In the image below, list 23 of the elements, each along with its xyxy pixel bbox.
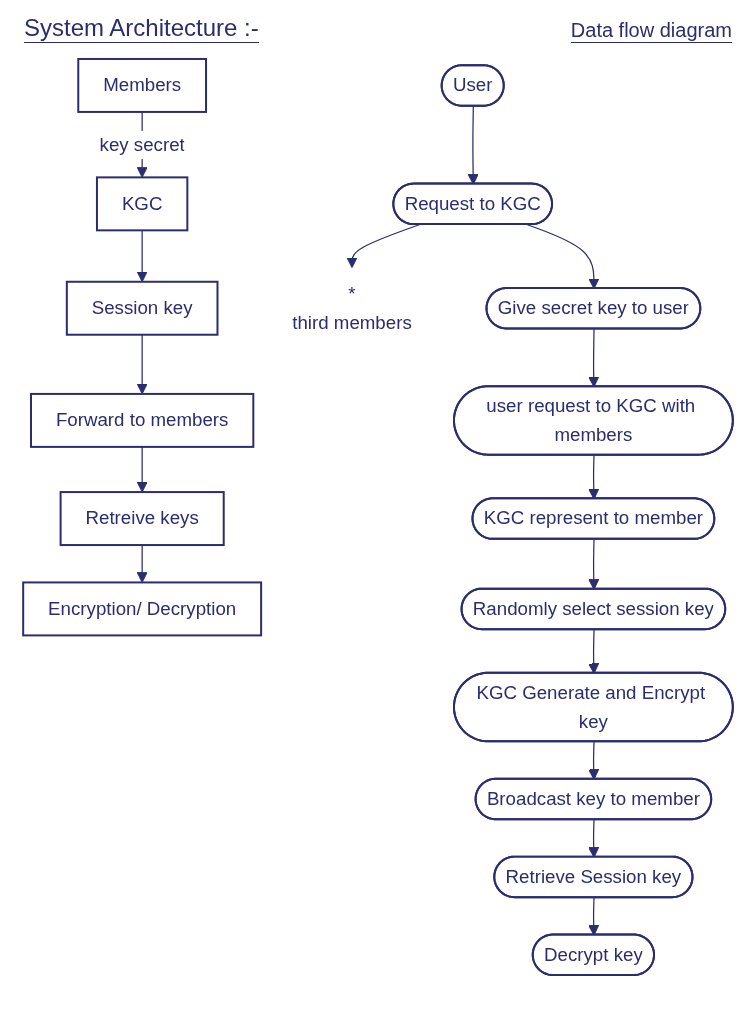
arrow — [136, 446, 148, 493]
arrow — [467, 105, 479, 185]
arrow — [588, 454, 600, 500]
diagram-title: System Architecture :- — [24, 14, 259, 43]
node-box: Forward to members — [30, 392, 255, 448]
node-box: Encryption/ Decryption — [22, 581, 263, 637]
edge-label: key secret — [99, 133, 185, 155]
node-box: KGC — [95, 176, 189, 232]
node-box: Members — [77, 57, 208, 113]
arrow — [588, 897, 600, 936]
section-heading: Data flow diagram — [570, 19, 732, 43]
arrow — [588, 741, 600, 780]
node-box: Session key — [65, 280, 219, 336]
node-text: * third members — [292, 282, 412, 332]
arrow — [136, 229, 148, 283]
arrow — [136, 544, 148, 583]
arrow — [588, 629, 600, 674]
node-box: Retreive keys — [59, 491, 225, 547]
arrow — [588, 328, 600, 388]
arrow — [136, 334, 148, 395]
arrow — [346, 224, 420, 269]
arrow — [588, 819, 600, 858]
arrow — [588, 538, 600, 590]
